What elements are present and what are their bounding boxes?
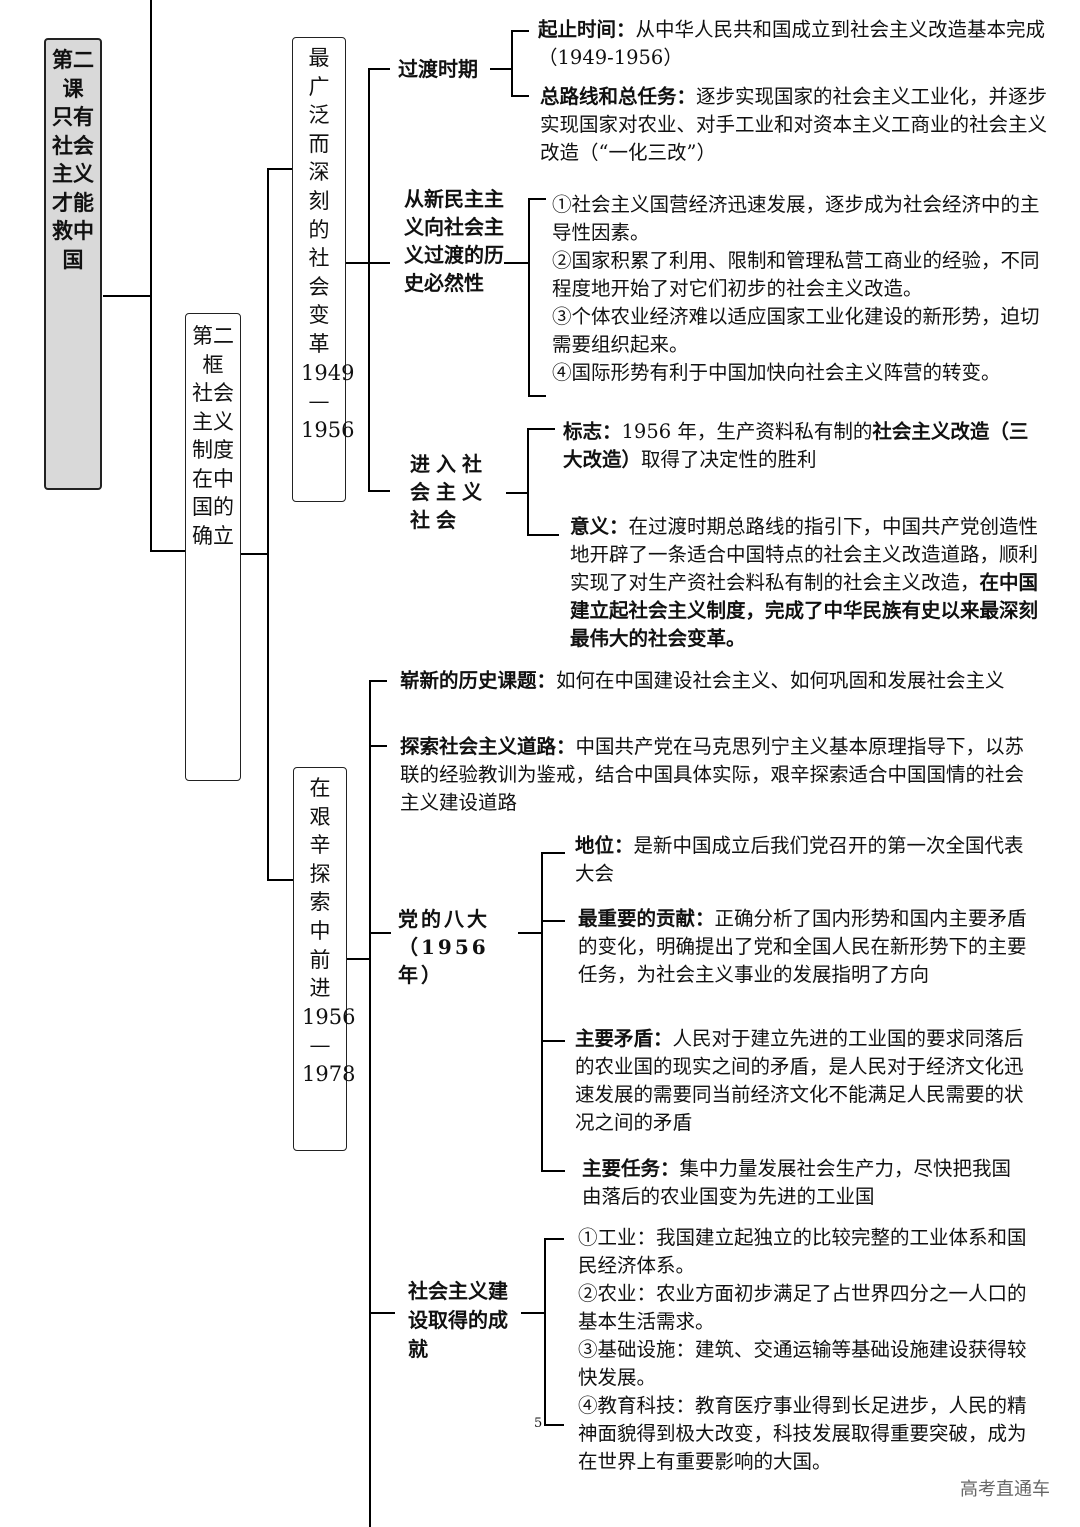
necessity-list: ①社会主义国营经济迅速发展，逐步成为社会经济中的主导性因素。 ②国家积累了利用、… xyxy=(552,191,1044,387)
connector-line xyxy=(527,428,555,430)
term: 主要矛盾： xyxy=(575,1027,673,1050)
connector-line xyxy=(369,932,391,934)
connector-line xyxy=(267,879,294,881)
connector-line xyxy=(541,852,565,854)
list-item: ③个体农业经济难以适应国家工业化建设的新形势，迫切需要组织起来。 xyxy=(552,305,1040,356)
text: 人民对于建立先进的工业国的要求同落后的农业国的现实之间的矛盾，是人民对于经济文化… xyxy=(575,1027,1024,1134)
term: 崭新的历史课题： xyxy=(400,669,557,692)
section-title-box xyxy=(185,313,241,781)
topic2-title-box xyxy=(293,767,347,1151)
enter-sign: 标志：1956 年，生产资料私有制的社会主义改造（三大改造）取得了决定性的胜利 xyxy=(563,418,1041,474)
achievements-list: ①工业：我国建立起独立的比较完整的工业体系和国民经济体系。 ②农业：农业方面初步… xyxy=(578,1224,1030,1476)
text: 从中华人民共和国成立到社会主义改造基本完成（1949-1956） xyxy=(538,18,1046,69)
congress-status: 地位：是新中国成立后我们党召开的第一次全国代表大会 xyxy=(575,832,1025,888)
connector-line xyxy=(369,680,371,1527)
topic2-title: 在艰辛探索中前进1956—1978 xyxy=(302,776,356,1086)
historical-subject: 崭新的历史课题：如何在中国建设社会主义、如何巩固和发展社会主义 xyxy=(400,667,1030,695)
congress-contradiction: 主要矛盾：人民对于建立先进的工业国的要求同落后的农业国的现实之间的矛盾，是人民对… xyxy=(575,1025,1025,1137)
text: 正确分析了国内形势和国内主要矛盾的变化，明确提出了党和全国人民在新形势下的主要任… xyxy=(578,907,1027,986)
connector-line xyxy=(511,30,513,96)
connector-line xyxy=(345,262,369,264)
enter-label: 进入社会主义社会 xyxy=(410,452,488,532)
achievements-label: 社会主义建设取得的成就 xyxy=(408,1279,508,1361)
term: 探索社会主义道路： xyxy=(400,735,576,758)
text: 1956 年，生产资料私有制的 xyxy=(621,420,873,443)
term: 主要任务： xyxy=(582,1157,680,1180)
explore-road: 探索社会主义道路：中国共产党在马克思列宁主义基本原理指导下，以苏联的经验教训为鉴… xyxy=(400,733,1030,817)
connector-line xyxy=(528,395,546,397)
connector-line xyxy=(490,68,512,70)
transition-period: 起止时间：从中华人民共和国成立到社会主义改造基本完成（1949-1956） xyxy=(538,16,1050,72)
connector-line xyxy=(541,1170,565,1172)
text: 是新中国成立后我们党召开的第一次全国代表大会 xyxy=(575,834,1024,885)
term: 标志： xyxy=(563,420,622,443)
connector-line xyxy=(369,745,387,747)
list-item: ①社会主义国营经济迅速发展，逐步成为社会经济中的主导性因素。 xyxy=(552,193,1040,244)
lesson-title-box xyxy=(44,38,102,490)
text: 取得了决定性的胜利 xyxy=(641,448,817,471)
connector-line xyxy=(346,958,370,960)
congress-label: 党的八大（1956年） xyxy=(398,907,490,987)
connector-line xyxy=(150,0,152,552)
connector-line xyxy=(541,920,565,922)
term: 总路线和总任务： xyxy=(540,85,697,108)
connector-line xyxy=(267,168,269,880)
text: 如何在中国建设社会主义、如何巩固和发展社会主义 xyxy=(556,669,1005,692)
text: 在过渡时期总路线的指引下，中国共产党创造性地开辟了一条适合中国特点的社会主义改造… xyxy=(570,515,1039,594)
connector-line xyxy=(368,68,390,70)
connector-line xyxy=(521,1312,545,1314)
congress-contribution: 最重要的贡献：正确分析了国内形势和国内主要矛盾的变化，明确提出了党和全国人民在新… xyxy=(578,905,1028,989)
list-item: ①工业：我国建立起独立的比较完整的工业体系和国民经济体系。 xyxy=(578,1226,1027,1277)
term: 地位： xyxy=(575,834,634,857)
connector-line xyxy=(528,198,546,200)
congress-task: 主要任务：集中力量发展社会生产力，尽快把我国由落后的农业国变为先进的工业国 xyxy=(582,1155,1022,1211)
connector-line xyxy=(368,262,390,264)
list-item: ②农业：农业方面初步满足了占世界四分之一人口的基本生活需求。 xyxy=(578,1282,1027,1333)
connector-line xyxy=(518,932,542,934)
transition-label: 过渡时期 xyxy=(398,57,478,81)
bold-text: 社会主义改造（三大改造） xyxy=(563,420,1029,471)
necessity-label: 从新民主主义向社会主义过渡的历史必然性 xyxy=(404,187,504,295)
connector-line xyxy=(240,553,268,555)
connector-line xyxy=(506,492,528,494)
connector-line xyxy=(267,168,293,170)
connector-line xyxy=(504,262,529,264)
text: 逐步实现国家的社会主义工业化，并逐步实现国家对农业、对手工业和对资本主义工商业的… xyxy=(540,85,1048,164)
connector-line xyxy=(541,1040,565,1042)
connector-line xyxy=(369,1312,395,1314)
connector-line xyxy=(368,490,390,492)
transition-line: 总路线和总任务：逐步实现国家的社会主义工业化，并逐步实现国家对农业、对手工业和对… xyxy=(540,83,1052,167)
connector-line xyxy=(527,428,529,536)
text: 集中力量发展社会生产力，尽快把我国由落后的农业国变为先进的工业国 xyxy=(582,1157,1012,1208)
list-item: ②国家积累了利用、限制和管理私营工商业的经验，不同程度地开始了对它们初步的社会主… xyxy=(552,249,1040,300)
list-item: ③基础设施：建筑、交通运输等基础设施建设获得较快发展。 xyxy=(578,1338,1027,1389)
list-item: ④国际形势有利于中国加快向社会主义阵营的转变。 xyxy=(552,361,1001,384)
connector-line xyxy=(541,852,543,1172)
term: 意义： xyxy=(570,515,629,538)
section-title: 第二框 社会主义制度在中国的确立 xyxy=(192,324,234,548)
term: 起止时间： xyxy=(538,18,636,41)
connector-line xyxy=(527,534,559,536)
term: 最重要的贡献： xyxy=(578,907,715,930)
connector-line xyxy=(544,1238,564,1240)
connector-line xyxy=(511,95,529,97)
connector-line xyxy=(150,550,186,552)
list-item: ④教育科技：教育医疗事业得到长足进步，人民的精神面貌得到极大改变，科技发展取得重… xyxy=(578,1394,1027,1473)
topic1-title-box xyxy=(292,37,346,502)
connector-line xyxy=(511,30,529,32)
connector-line xyxy=(103,295,151,297)
page-number: 5 xyxy=(534,1416,543,1431)
lesson-title: 第二课 只有社会主义才能救中国 xyxy=(52,47,94,272)
connector-line xyxy=(368,68,370,492)
connector-line xyxy=(544,1238,546,1426)
text: 中国共产党在马克思列宁主义基本原理指导下，以苏联的经验教训为鉴戒，结合中国具体实… xyxy=(400,735,1025,814)
connector-line xyxy=(369,680,387,682)
watermark: 高考直通车 xyxy=(960,1479,1050,1500)
connector-line xyxy=(544,1424,564,1426)
connector-line xyxy=(528,198,530,396)
enter-meaning: 意义：在过渡时期总路线的指引下，中国共产党创造性地开辟了一条适合中国特点的社会主… xyxy=(570,513,1040,653)
topic1-title: 最广泛而深刻的社会变革1949—1956 xyxy=(301,46,355,442)
bold-text: 在中国建立起社会主义制度，完成了中华民族有史以来最深刻最伟大的社会变革。 xyxy=(570,571,1039,650)
